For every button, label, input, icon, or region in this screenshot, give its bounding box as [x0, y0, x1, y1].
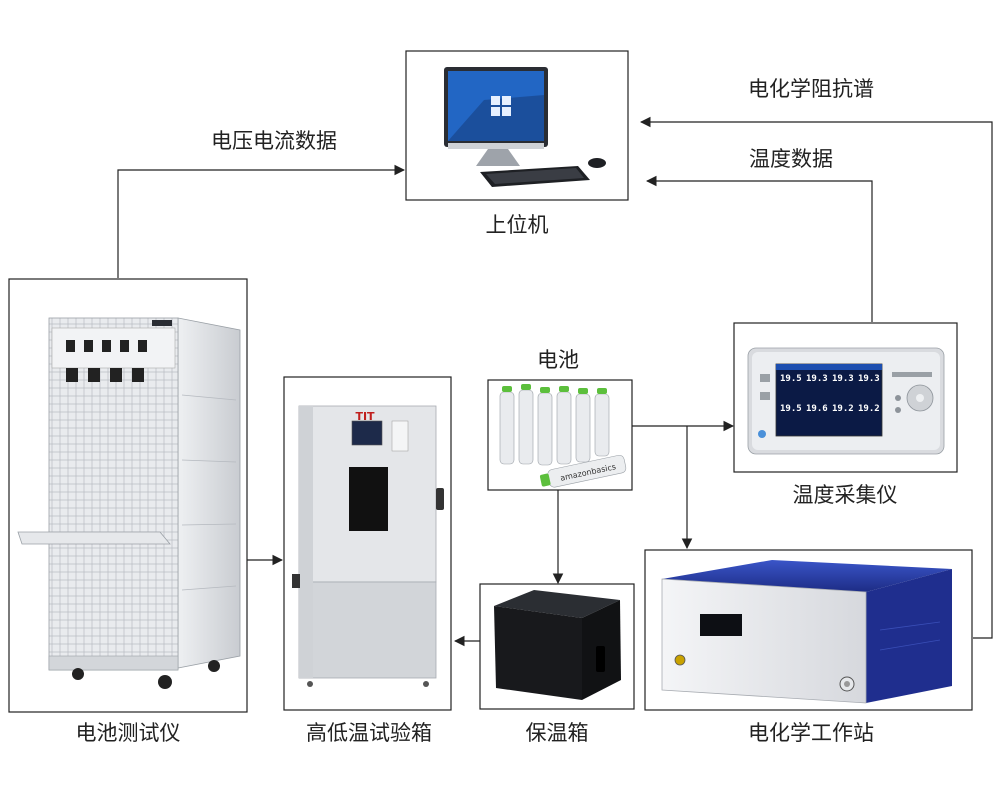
chamber-label: 高低温试验箱	[306, 721, 432, 745]
node-battery: 电池 amazonbasics	[487, 348, 633, 491]
battery-label: 电池	[537, 348, 579, 372]
insulated-box-icon	[494, 590, 621, 700]
chamber-brand-mark: TIT	[355, 410, 375, 423]
logger-reading-4: 19.3	[858, 374, 880, 384]
logger-reading-6: 19.6	[806, 404, 828, 414]
logger-reading-8: 19.2	[858, 404, 880, 414]
node-incubator: 保温箱	[479, 583, 635, 745]
edge-logger-to-pc	[645, 175, 873, 322]
edge-label-temperature: 温度数据	[749, 147, 833, 171]
workstation-label: 电化学工作站	[748, 721, 874, 745]
edge-label-voltage-current: 电压电流数据	[211, 129, 337, 153]
edge-workstation-to-pc	[639, 116, 993, 639]
logger-reading-7: 19.2	[832, 404, 854, 414]
battery-pack-icon: amazonbasics	[499, 384, 627, 488]
logger-label: 温度采集仪	[793, 483, 898, 507]
edge-tester-to-pc	[117, 164, 406, 278]
node-chamber: TIT 高低温试验箱	[283, 376, 452, 745]
battery-tester-cabinet-icon	[17, 317, 241, 689]
climate-chamber-icon: TIT	[292, 405, 444, 687]
logger-reading-3: 19.3	[832, 374, 854, 384]
logger-reading-1: 19.5	[780, 374, 802, 384]
edge-label-impedance: 电化学阻抗谱	[748, 77, 874, 101]
electrochemical-workstation-icon	[661, 560, 952, 704]
computer-icon	[444, 67, 606, 187]
tester-label: 电池测试仪	[76, 721, 181, 745]
node-pc: 上位机	[405, 50, 629, 237]
connections	[117, 116, 993, 647]
node-workstation: 电化学工作站	[644, 549, 973, 745]
pc-label: 上位机	[486, 213, 549, 237]
incubator-label: 保温箱	[526, 721, 589, 745]
node-tester: 电池测试仪	[8, 278, 248, 745]
logger-reading-5: 19.5	[780, 404, 802, 414]
logger-reading-2: 19.3	[806, 374, 828, 384]
temperature-logger-icon: 19.5 19.3 19.3 19.3 19.5 19.6 19.2 19.2	[747, 347, 945, 455]
node-logger: 19.5 19.3 19.3 19.3 19.5 19.6 19.2 19.2 …	[733, 322, 958, 507]
